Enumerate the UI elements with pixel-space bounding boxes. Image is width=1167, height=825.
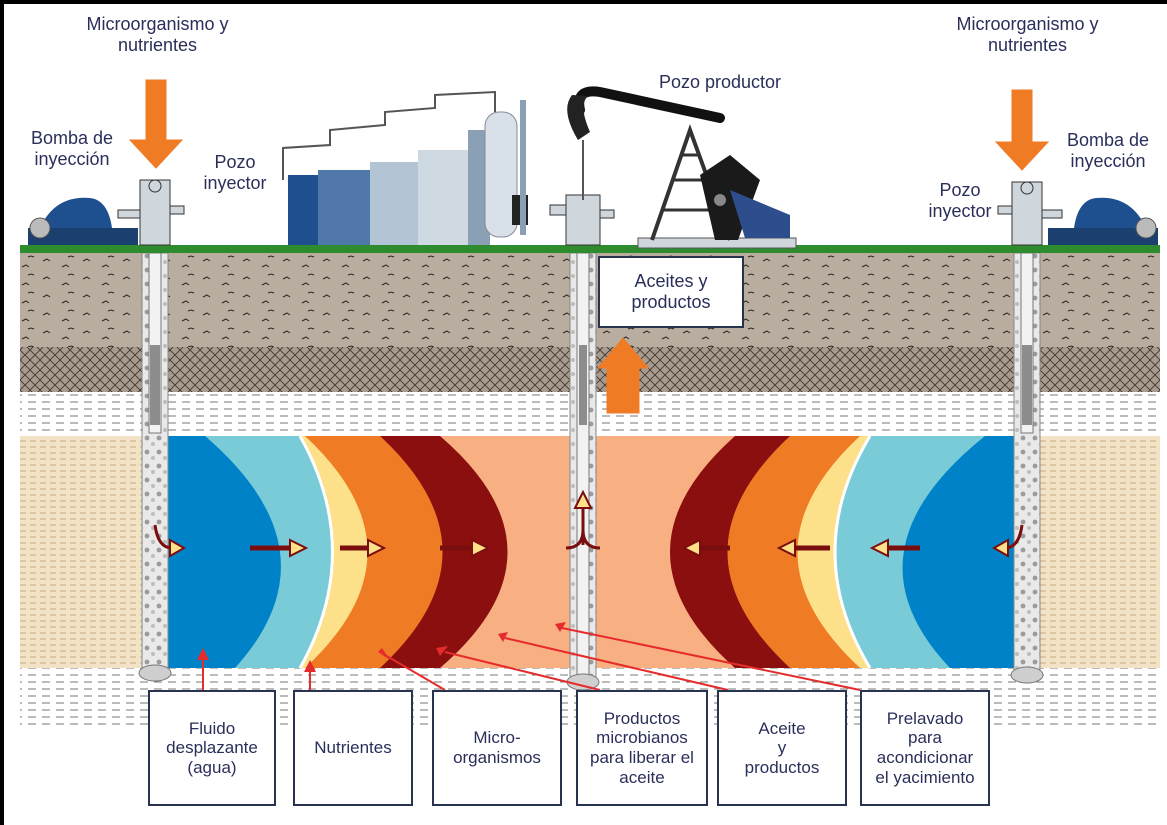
pumpjack: [567, 86, 797, 249]
wellhead-left: [117, 179, 185, 246]
label-bomba-left: Bomba de inyección: [30, 128, 114, 169]
production-well: [566, 252, 600, 691]
label-pozo-inyector-right: Pozo inyector: [928, 180, 992, 221]
label-pozo-productor: Pozo productor: [658, 72, 782, 92]
pump-left: [28, 197, 138, 245]
label-pozo-inyector-left: Pozo inyector: [203, 152, 267, 193]
box-aceite-productos: Aceite y productos: [717, 690, 847, 806]
orange-arrows: [128, 79, 1050, 414]
wellhead-right: [997, 181, 1063, 246]
box-productos-microbianos: Productos microbianos para liberar el ac…: [576, 690, 708, 806]
ground-surface: [20, 245, 1160, 253]
box-microorganismos: Micro- organismos: [432, 690, 562, 806]
pump-right: [1048, 197, 1158, 245]
injection-well-right: [1010, 252, 1044, 684]
injection-well-left: [138, 252, 172, 682]
wellhead-producer: [549, 194, 615, 246]
pointer-lines: [197, 622, 861, 691]
box-fluido-desplazante: Fluido desplazante (agua): [148, 690, 276, 806]
label-microorganismo-right: Microorganismo y nutrientes: [956, 14, 1099, 55]
box-nutrientes: Nutrientes: [293, 690, 413, 806]
storage-tanks: [282, 90, 528, 245]
label-bomba-right: Bomba de inyección: [1066, 130, 1150, 171]
flow-arrows: [153, 489, 1024, 558]
label-microorganismo-left: Microorganismo y nutrientes: [86, 14, 229, 55]
box-aceites-productos: Aceites y productos: [598, 256, 744, 328]
box-prelavado: Prelavado para acondicionar el yacimient…: [860, 690, 990, 806]
